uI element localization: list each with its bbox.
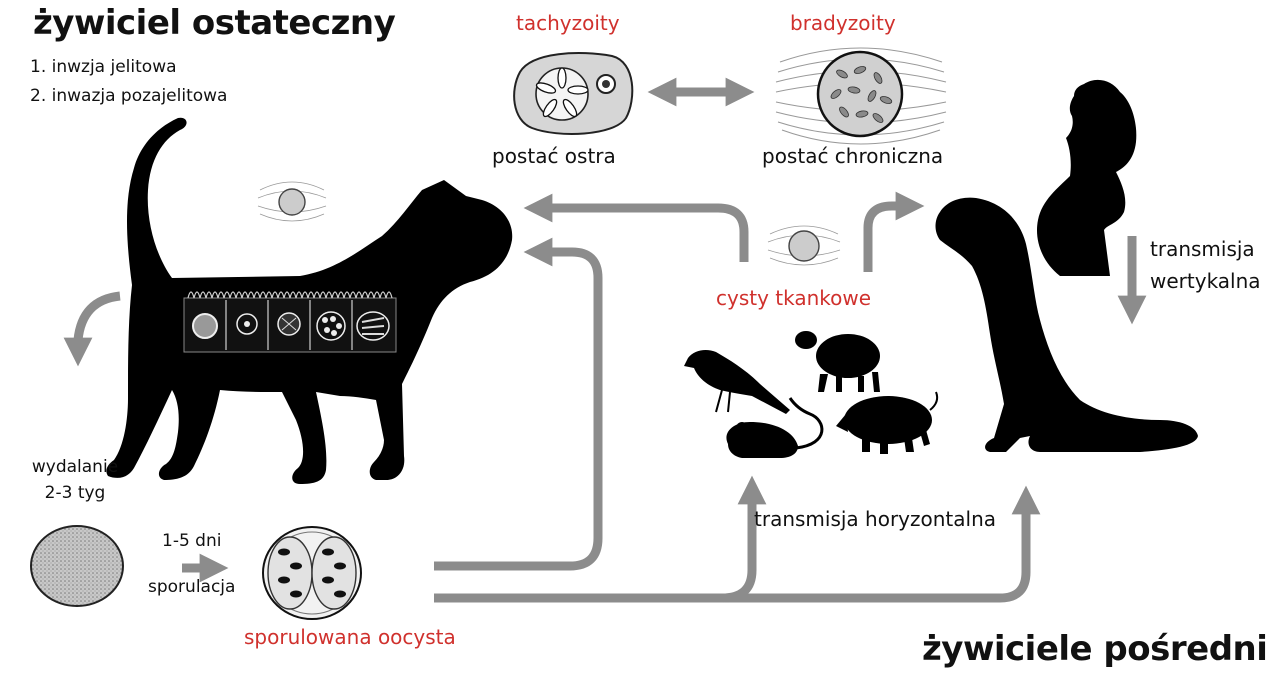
sporulation-duration: 1-5 dni bbox=[162, 531, 222, 551]
intermediate-hosts-title: żywiciele pośredni bbox=[922, 629, 1268, 669]
tissue-cyst-small-icon bbox=[257, 181, 327, 222]
bird-silhouette bbox=[684, 350, 790, 414]
pig-silhouette bbox=[836, 391, 939, 454]
arrow-to-animals bbox=[721, 475, 767, 603]
tachyzoites-label: tachyzoity bbox=[516, 11, 620, 35]
arrow-oocyst-to-intermediates bbox=[434, 485, 1041, 603]
arrow-cysts-to-cat bbox=[523, 193, 749, 262]
invasion-extraintestinal: 2. inwazja pozajelitowa bbox=[30, 86, 228, 106]
bradyzoites-caption: postać chroniczna bbox=[762, 144, 944, 168]
invasion-intestinal: 1. inwzja jelitowa bbox=[30, 57, 177, 77]
sporulated-oocyst-label: sporulowana oocysta bbox=[244, 625, 456, 649]
tachyzoites-caption: postać ostra bbox=[492, 144, 616, 168]
definitive-host-title: żywiciel ostateczny bbox=[33, 3, 396, 43]
shedding-label-line2: 2-3 tyg bbox=[44, 483, 106, 503]
tachyzoites-cell-icon bbox=[513, 52, 634, 135]
arrow-oocyst-to-cat bbox=[434, 237, 603, 571]
cycle-arrows bbox=[63, 77, 1147, 603]
sporulated-oocyst-icon bbox=[262, 526, 362, 620]
cat-silhouette bbox=[106, 117, 513, 484]
unsporulated-oocyst-icon bbox=[30, 525, 124, 607]
arrow-cat-to-feces bbox=[63, 291, 121, 367]
arrow-cysts-to-dog bbox=[863, 191, 925, 272]
vertical-transmission-line2: wertykalna bbox=[1150, 269, 1261, 293]
bradyzoites-cyst-icon bbox=[775, 47, 947, 145]
pregnant-woman-silhouette bbox=[1036, 79, 1137, 277]
shedding-label-line1: wydalanie bbox=[31, 457, 119, 477]
dog-silhouette bbox=[935, 197, 1198, 452]
mouse-silhouette bbox=[726, 397, 824, 458]
tissue-cyst-icon bbox=[767, 225, 841, 266]
tissue-cysts-label: cysty tkankowe bbox=[716, 286, 872, 310]
sporulation-label: sporulacja bbox=[148, 577, 236, 597]
sheep-silhouette bbox=[795, 331, 880, 392]
vertical-transmission-line1: transmisja bbox=[1150, 237, 1255, 261]
bradyzoites-label: bradyzoity bbox=[790, 11, 896, 35]
horizontal-transmission-label: transmisja horyzontalna bbox=[754, 507, 997, 531]
